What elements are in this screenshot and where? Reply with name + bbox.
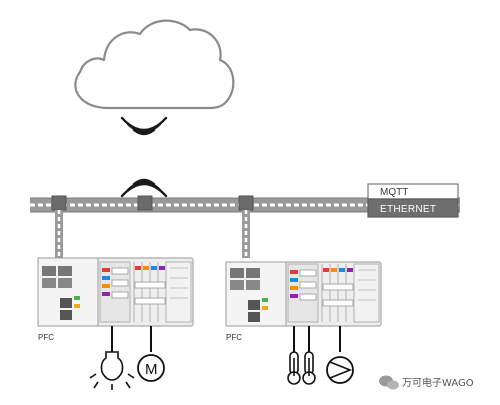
pump-icon	[326, 356, 354, 384]
watermark-text: 万可电子WAGO	[402, 376, 474, 389]
controller-label: PFC	[38, 333, 54, 342]
cloud-icon	[74, 19, 235, 110]
thermometer-icon	[287, 351, 301, 385]
junction-box	[238, 195, 254, 211]
bus-drops	[55, 210, 250, 258]
pfc-controller-1	[37, 257, 194, 327]
wireless-signal-icon-top	[120, 116, 168, 136]
junction-box	[137, 195, 153, 211]
watermark: 万可电子WAGO	[379, 375, 474, 390]
motor-symbol: M	[145, 361, 158, 378]
field-wires	[111, 326, 341, 352]
thermometer-icon	[302, 351, 316, 385]
junction-box	[51, 195, 67, 211]
protocol-label-box: MQTT ETHERNET	[367, 183, 459, 218]
ethernet-label: ETHERNET	[380, 204, 436, 215]
controller-label: PFC	[226, 333, 242, 342]
motor-icon: M	[137, 354, 165, 382]
mqtt-label: MQTT	[380, 187, 408, 198]
pfc-controller-2	[225, 261, 382, 327]
wechat-icon	[379, 375, 399, 390]
lamp-icon	[89, 351, 135, 390]
wireless-signal-icon-bottom	[120, 178, 168, 198]
